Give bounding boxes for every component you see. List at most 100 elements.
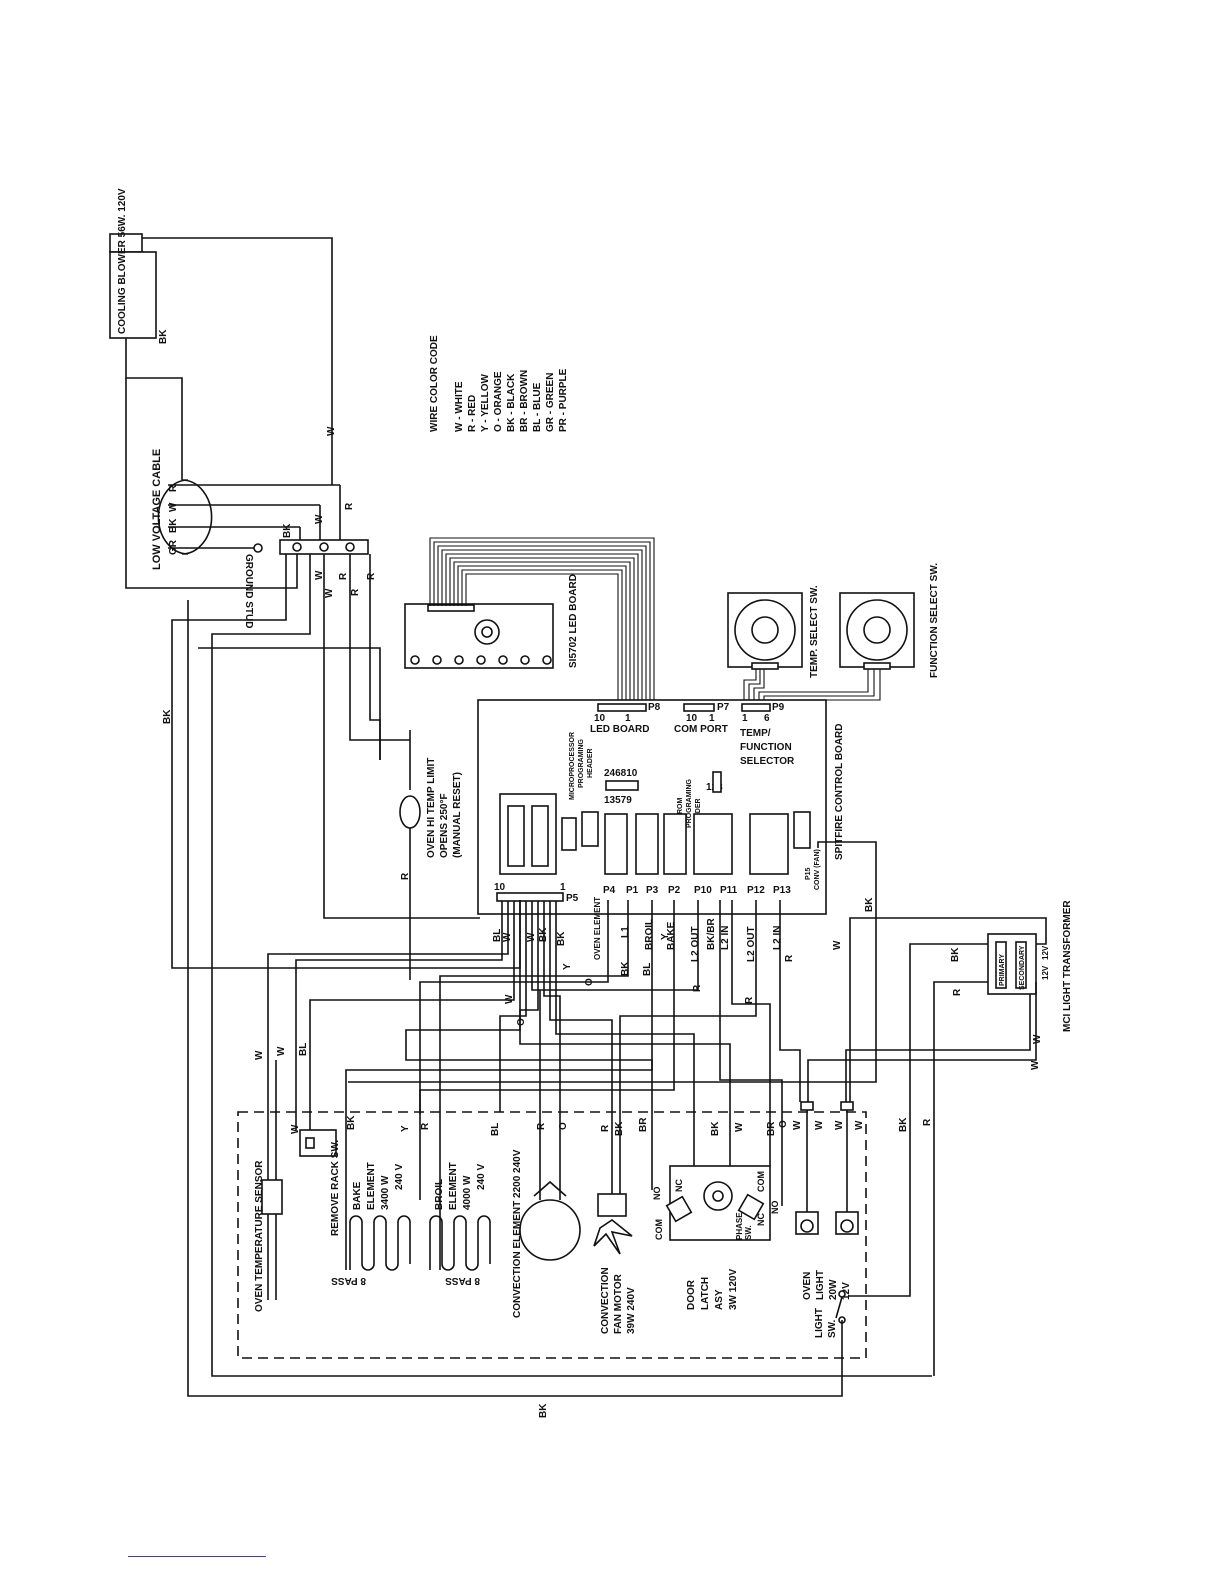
svg-text:W: W <box>314 570 325 580</box>
header-pins-top: 246810 <box>604 768 638 779</box>
svg-text:BK: BK <box>158 329 169 344</box>
wire-bk: BK <box>168 518 179 533</box>
wire-w: W <box>168 502 179 512</box>
oven-hi-temp-limit: OVEN HI TEMP LIMIT OPENS 250°F (MANUAL R… <box>399 730 463 980</box>
svg-text:BL: BL <box>492 929 503 942</box>
broil-8-pass: 8 PASS <box>445 1275 480 1286</box>
connector-p2: P2 <box>668 885 681 896</box>
contact-no-left: NO <box>652 1187 662 1201</box>
function-select-switch: FUNCTION SELECT SW. <box>839 563 940 678</box>
secondary-label: SECONDARY <box>1019 945 1026 990</box>
wire-r: R <box>168 484 179 492</box>
convection-element: CONVECTION ELEMENT 2200 240V <box>512 1100 581 1318</box>
wire-gr: GR <box>168 539 179 555</box>
wire-letters: BK W W R BK W R R W R BK R BL W W BK BK … <box>158 329 1043 1136</box>
p7-pin-6: 1 <box>709 713 715 724</box>
p9-pin-6: 6 <box>764 713 770 724</box>
svg-text:BL: BL <box>490 1123 501 1136</box>
svg-text:R: R <box>744 996 755 1004</box>
led-board-label: SI5702 LED BOARD <box>568 574 579 668</box>
svg-text:BK: BK <box>864 897 875 912</box>
color-code-brown: BR - BROWN <box>519 370 530 432</box>
svg-text:Y: Y <box>562 963 573 970</box>
contact-nc-left: NC <box>674 1179 684 1192</box>
svg-text:R: R <box>420 1122 431 1130</box>
led-ribbon <box>429 537 655 704</box>
spitfire-control-board: SPITFIRE CONTROL BOARD P8 10 1 LED BOARD… <box>477 699 845 915</box>
svg-text:W: W <box>254 1050 265 1060</box>
p9-pin-1: 1 <box>742 713 748 724</box>
ground-stud-label: GROUND STUD <box>243 554 254 628</box>
wire-color-code: WIRE COLOR CODE W - WHITE R - RED Y - YE… <box>429 335 569 432</box>
cooling-blower: COOLING BLOWER 56W. 120V <box>109 188 157 339</box>
svg-text:W: W <box>814 1120 825 1130</box>
svg-text:W: W <box>526 932 537 942</box>
svg-text:BR: BR <box>638 1117 649 1132</box>
control-board-label: SPITFIRE CONTROL BOARD <box>834 724 845 860</box>
board-terminal-labels: OVEN ELEMENT L1 BROIL BAKE L2 OUT BK/BR … <box>593 897 783 962</box>
low-voltage-cable: LOW VOLTAGE CABLE GR BK W R GROUND STUD <box>151 449 340 628</box>
terminal-l2-in-b: L2 IN <box>772 926 783 950</box>
svg-text:W: W <box>832 940 843 950</box>
connector-p1: P1 <box>626 885 639 896</box>
svg-text:R: R <box>338 572 349 580</box>
contact-nc-right: NC <box>756 1213 766 1226</box>
svg-text:R: R <box>600 1124 611 1132</box>
manual-reset-label: (MANUAL RESET) <box>452 772 463 858</box>
svg-text:R: R <box>366 572 377 580</box>
connector-p5: P5 <box>566 893 579 904</box>
svg-text:R: R <box>952 988 963 996</box>
svg-text:W: W <box>854 1120 865 1130</box>
wire-color-code-title: WIRE COLOR CODE <box>429 335 440 432</box>
wiring <box>125 237 1047 1397</box>
terminal-oven-element: OVEN ELEMENT <box>593 897 602 960</box>
connector-p4: P4 <box>603 885 616 896</box>
svg-text:R: R <box>922 1118 933 1126</box>
connector-p8: P8 <box>648 702 661 713</box>
color-code-red: R - RED <box>467 395 478 432</box>
svg-text:O: O <box>516 1018 527 1026</box>
oven-temperature-sensor: OVEN TEMPERATURE SENSOR <box>254 1060 283 1312</box>
svg-text:R: R <box>536 1122 547 1130</box>
terminal-bk-br: BK/BR <box>706 918 717 950</box>
svg-text:R: R <box>400 872 411 880</box>
hi-temp-limit-label: OVEN HI TEMP LIMIT <box>426 758 437 858</box>
oven-cavity-boundary <box>237 1111 867 1359</box>
p8-pin-10: 10 <box>594 713 606 724</box>
svg-text:BK: BK <box>282 523 293 538</box>
terminal-l1: L1 <box>620 926 631 938</box>
connector-p3: P3 <box>646 885 659 896</box>
terminal-bake: BAKE <box>666 921 677 950</box>
svg-text:W: W <box>326 426 337 436</box>
color-code-purple: PR - PURPLE <box>558 368 569 432</box>
svg-text:W: W <box>734 1122 745 1132</box>
svg-text:R: R <box>350 588 361 596</box>
svg-text:W: W <box>834 1120 845 1130</box>
phase-sw-label: PHASESW. <box>735 1212 753 1240</box>
temp-select-switch: TEMP. SELECT SW. <box>727 585 820 678</box>
svg-text:R: R <box>784 954 795 962</box>
svg-text:W: W <box>1032 1034 1043 1044</box>
color-code-white: W - WHITE <box>454 381 465 432</box>
ground-stud-icon <box>253 543 263 553</box>
connector-p12: P12 <box>747 885 765 896</box>
color-code-blue: BL - BLUE <box>532 382 543 432</box>
p7-pin-1: 10 <box>686 713 698 724</box>
color-code-green: GR - GREEN <box>545 373 556 432</box>
transformer-12v-a: 12V <box>1041 965 1050 980</box>
low-voltage-cable-label: LOW VOLTAGE CABLE <box>151 449 163 570</box>
bottom-bk-label: BK <box>538 1403 549 1418</box>
color-code-orange: O - ORANGE <box>493 371 504 432</box>
svg-text:BK: BK <box>620 961 631 976</box>
cooling-blower-label: COOLING BLOWER 56W. 120V <box>117 188 128 334</box>
com-port-label: COM PORT <box>674 724 728 735</box>
color-code-black: BK - BLACK <box>506 373 517 432</box>
svg-text:BK: BK <box>614 1121 625 1136</box>
